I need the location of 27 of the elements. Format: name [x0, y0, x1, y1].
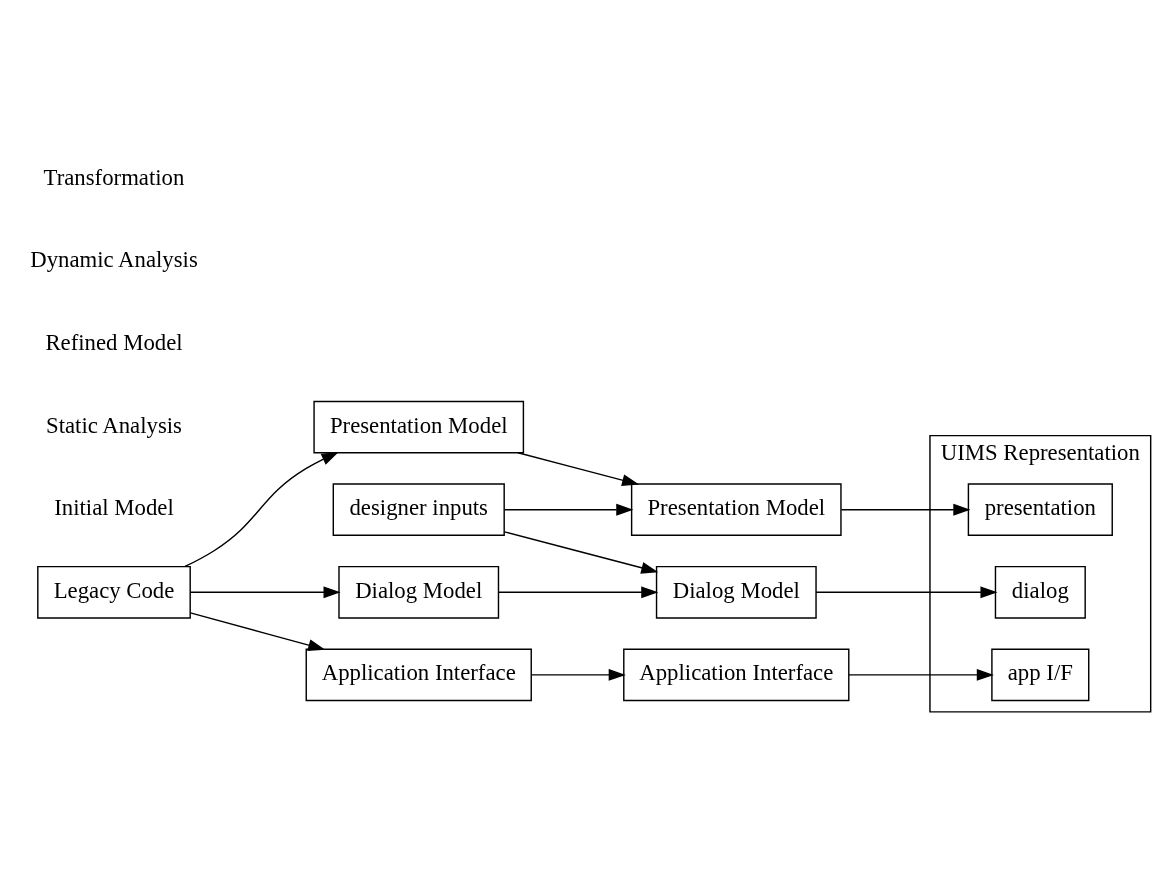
node-box: Presentation Model — [630, 483, 842, 537]
arrow — [848, 668, 994, 681]
node-box: dialog — [994, 565, 1086, 619]
label: Dynamic Analysis — [30, 247, 198, 273]
node-box: Dialog Model — [338, 565, 500, 619]
arrow — [503, 503, 634, 516]
arrow — [184, 452, 339, 568]
arrow — [498, 586, 659, 599]
node-box: presentation — [967, 483, 1113, 537]
node-box: Dialog Model — [655, 565, 817, 619]
arrow — [815, 586, 998, 599]
label: Transformation — [43, 164, 185, 190]
arrow — [517, 452, 640, 487]
arrow — [189, 586, 341, 599]
node-box: Presentation Model — [313, 400, 525, 454]
node-box: app I/F — [991, 648, 1090, 702]
node-box: designer inputs — [332, 483, 505, 537]
arrow — [840, 503, 971, 516]
label: Static Analysis — [46, 412, 182, 438]
node-box: Application Interface — [305, 648, 532, 702]
node-box: Application Interface — [623, 648, 850, 702]
arrow — [530, 668, 626, 681]
label: Initial Model — [54, 495, 174, 521]
arrow — [503, 531, 659, 574]
arrow — [189, 612, 326, 651]
node-box: Legacy Code — [37, 565, 191, 619]
label: Refined Model — [45, 329, 183, 355]
